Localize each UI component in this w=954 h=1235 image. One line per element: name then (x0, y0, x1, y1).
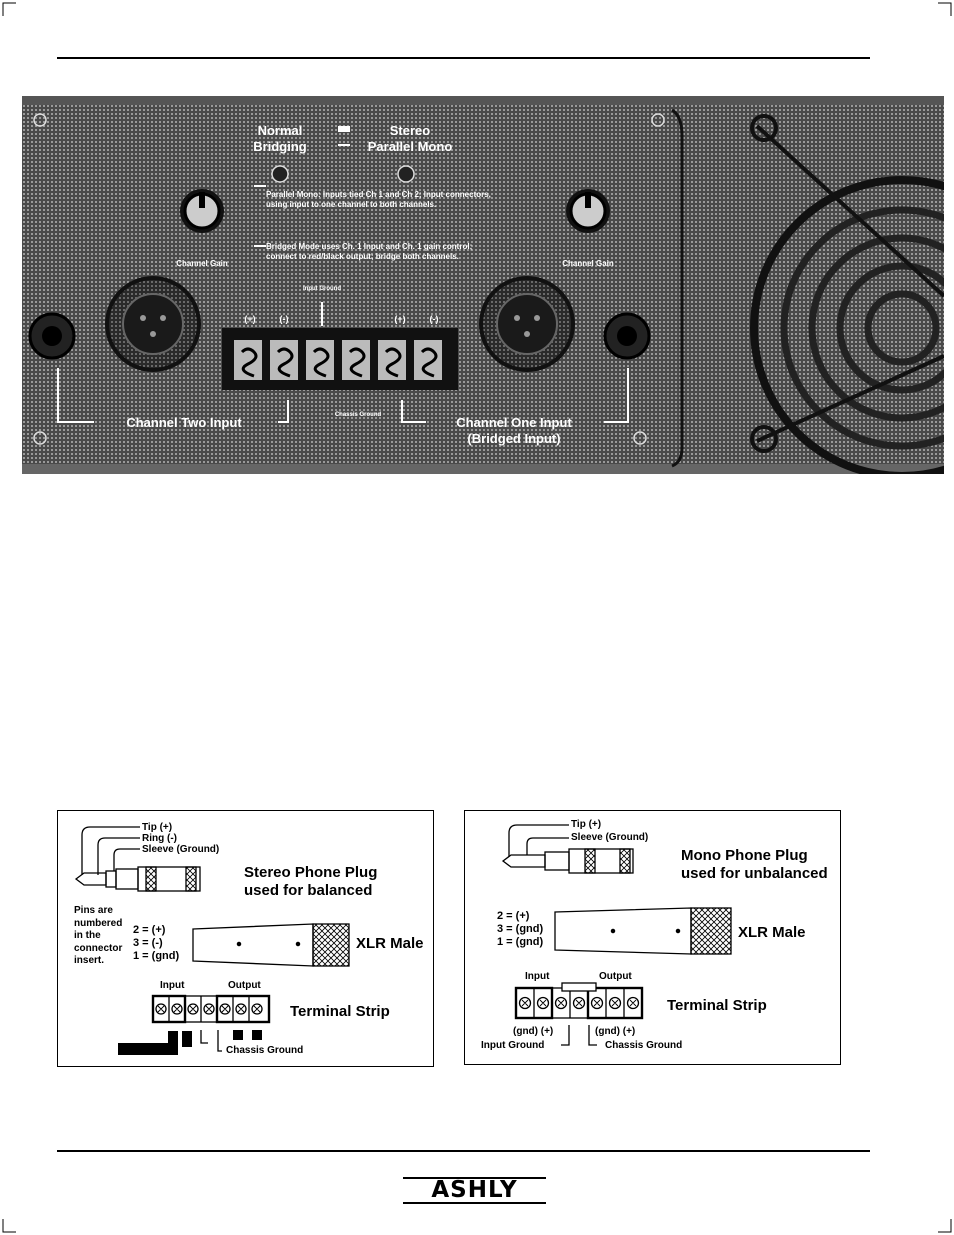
ashly-logo: ASHLY (403, 1177, 546, 1204)
parallel-mono-note: Parallel Mono: Inputs tied Ch 1 and Ch 2… (266, 190, 491, 209)
crop-mark-bottom-left (2, 1219, 16, 1233)
unbalanced-terminal-strip-icon (514, 982, 644, 1046)
channel-two-input-label: Channel Two Input (126, 415, 242, 430)
rear-panel-illustration: Normal Bridging Stereo Parallel Mono Cha… (22, 96, 944, 474)
stereo-phone-plug-icon (74, 826, 201, 892)
chassis-ground-label: Chassis Ground (335, 412, 382, 418)
right-terminal-strip-label: Terminal Strip (667, 997, 767, 1014)
footer-rule (57, 1150, 870, 1152)
mono-phone-plug-icon (501, 824, 634, 874)
left-pin-list: 2 = (+) 3 = (-) 1 = (gnd) (133, 924, 180, 962)
channel-one-gain-knob[interactable] (566, 189, 610, 233)
header-rule (57, 57, 870, 59)
right-plug-title: Mono Phone Plug (681, 847, 808, 864)
channel-two-xlr-input[interactable] (105, 276, 201, 372)
crop-mark-top-left (2, 2, 16, 16)
channel-one-xlr-input[interactable] (479, 276, 575, 372)
left-plug-subtitle: used for balanced (244, 882, 373, 899)
terminal-label-4: (-) (430, 314, 439, 324)
left-pins-note: Pins are numbered in the connector inser… (74, 905, 123, 966)
channel-two-gain-label: Channel Gain (176, 259, 228, 268)
channel-one-bridged-label: (Bridged Input) (467, 431, 560, 446)
crop-mark-top-right (938, 2, 952, 16)
rear-terminal-strip[interactable] (222, 328, 458, 390)
left-ring-label: Ring (-) (142, 833, 177, 844)
right-sleeve-label: Sleeve (Ground) (571, 832, 649, 843)
channel-one-gain-label: Channel Gain (562, 259, 614, 268)
right-input-label: Input (525, 971, 550, 982)
input-ground-label: Input Ground (303, 286, 341, 292)
mode-switch-right[interactable] (397, 165, 415, 183)
right-plug-subtitle: used for unbalanced (681, 865, 828, 882)
bridged-mode-note: Bridged Mode uses Ch. 1 Input and Ch. 1 … (266, 242, 473, 261)
terminal-label-1: (+) (244, 314, 255, 324)
right-input-terminals-label: (gnd) (+) (513, 1026, 554, 1037)
right-output-terminals-label: (gnd) (+) (595, 1026, 636, 1037)
left-terminal-strip-label: Terminal Strip (290, 1003, 390, 1020)
channel-one-phone-jack[interactable] (603, 312, 651, 360)
mode-switch-left[interactable] (271, 165, 289, 183)
terminal-label-3: (+) (394, 314, 405, 324)
unbalanced-wiring-diagram: Tip (+) Sleeve (Ground) Mono Phone Plug … (464, 810, 841, 1065)
right-pin-list: 2 = (+) 3 = (gnd) 1 = (gnd) (497, 910, 544, 948)
unbalanced-diagram-drawing (501, 824, 732, 1046)
channel-two-gain-knob[interactable] (180, 189, 224, 233)
mode-stereo-label: Stereo (390, 123, 431, 138)
terminal-label-2: (-) (280, 314, 289, 324)
left-input-label: Input (160, 980, 185, 991)
right-chassis-ground-label: Chassis Ground (605, 1040, 683, 1051)
channel-one-input-label: Channel One Input (456, 415, 572, 430)
balanced-wiring-diagram: Tip (+) Ring (-) Sleeve (Ground) Stereo … (57, 810, 434, 1067)
balanced-terminal-strip-icon (118, 994, 271, 1055)
xlr-male-icon (192, 923, 350, 967)
right-tip-label: Tip (+) (571, 819, 602, 830)
mode-normal-label: Normal (258, 123, 303, 138)
left-plug-title: Stereo Phone Plug (244, 864, 378, 881)
left-output-label: Output (228, 980, 261, 991)
fan-grille (750, 114, 944, 474)
balanced-diagram-drawing (74, 826, 350, 1055)
right-input-ground-label: Input Ground (481, 1040, 545, 1051)
channel-two-phone-jack[interactable] (28, 312, 76, 360)
left-chassis-ground-label: Chassis Ground (226, 1045, 304, 1056)
left-tip-label: Tip (+) (142, 822, 173, 833)
right-output-label: Output (599, 971, 632, 982)
xlr-male-icon (554, 907, 732, 955)
left-xlr-label: XLR Male (356, 935, 424, 952)
mode-parallel-label: Parallel Mono (368, 139, 453, 154)
mode-bridging-label: Bridging (253, 139, 306, 154)
right-xlr-label: XLR Male (738, 924, 806, 941)
left-sleeve-label: Sleeve (Ground) (142, 844, 220, 855)
crop-mark-bottom-right (938, 1219, 952, 1233)
